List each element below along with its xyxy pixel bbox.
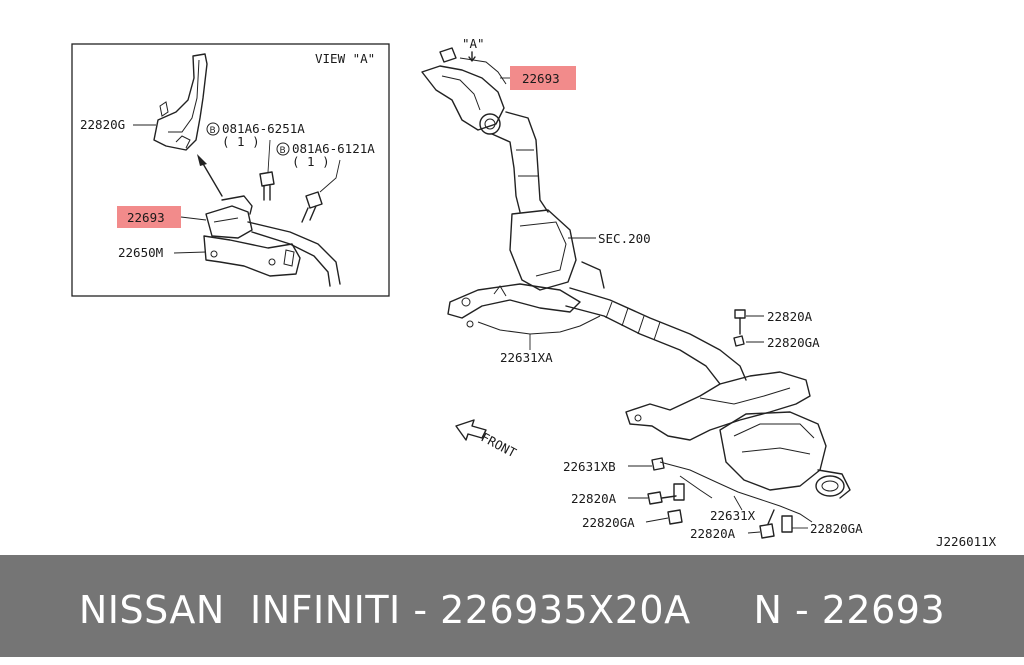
center-pipe-drawing [565, 261, 747, 385]
view-a-inset: VIEW "A" 22820G B 081A6-6251A ( 1 ) [71, 43, 390, 297]
bolt-drawing-2 [301, 159, 341, 223]
label-22693-main: 22693 [522, 71, 560, 86]
label-22631x: 22631X [710, 508, 756, 523]
label-bolt2-qty: ( 1 ) [292, 154, 330, 169]
catalytic-converter-drawing [509, 209, 577, 291]
label-22820a-mid: 22820A [571, 491, 617, 506]
label-bolt2-code: 081A6-6121A [292, 141, 375, 156]
label-22820a-bot: 22820A [690, 526, 736, 541]
label-sec200: SEC.200 [598, 231, 651, 246]
front-label: FRONT [479, 429, 520, 460]
label-22631xa: 22631XA [500, 350, 553, 365]
label-22820ga-top: 22820GA [767, 335, 820, 350]
clip-22820a-mid-drawing [647, 483, 685, 505]
muffler-drawing [719, 411, 851, 499]
highlight-22693-main [510, 66, 576, 90]
sensor-22631xb-drawing [651, 457, 665, 471]
bracket-22820g-drawing [153, 53, 208, 151]
banner-text: NISSAN INFINITI - 226935X20A N - 22693 [78, 588, 946, 632]
clip-22820a-bot-drawing [759, 509, 775, 539]
bolt-drawing-1 [259, 139, 275, 201]
label-22820ga-bot: 22820GA [810, 521, 863, 536]
clip-22820a-top-drawing [733, 309, 746, 347]
manifold-flange-drawing [421, 47, 507, 135]
front-direction-indicator: FRONT [455, 419, 520, 461]
marker-view-a: "A" [462, 36, 485, 51]
front-crossmember-drawing [447, 283, 581, 328]
highlight-22693-inset [117, 206, 181, 228]
label-22693-inset: 22693 [127, 210, 165, 225]
bolt-symbol-2: B [276, 142, 290, 156]
parts-diagram: VIEW "A" 22820G B 081A6-6251A ( 1 ) [71, 36, 997, 549]
bracket-22650m-drawing [203, 235, 301, 277]
label-22820g: 22820G [80, 117, 125, 132]
clip-22820ga-bot-drawing [781, 515, 793, 533]
assembly-arrowhead [197, 154, 207, 166]
label-22820a-top: 22820A [767, 309, 813, 324]
bolt2-b-symbol: B [280, 146, 286, 156]
view-label: VIEW "A" [315, 51, 375, 66]
oxygen-sensor-inset-drawing [205, 195, 341, 287]
bolt1-b-symbol: B [210, 126, 216, 136]
label-bolt1-qty: ( 1 ) [222, 134, 260, 149]
label-22650m: 22650M [118, 245, 163, 260]
bolt-symbol-1: B [206, 122, 220, 136]
front-pipe-drawing [491, 111, 549, 213]
clip-22820ga-mid-drawing [667, 509, 683, 525]
part-number-banner: NISSAN INFINITI - 226935X20A N - 22693 [0, 555, 1024, 657]
figure-code: J226011X [936, 534, 997, 549]
assembly-arrow [201, 161, 223, 197]
rear-crossmember-drawing [625, 371, 811, 441]
label-22631xb: 22631XB [563, 459, 616, 474]
label-bolt1-code: 081A6-6251A [222, 121, 305, 136]
label-22820ga-mid: 22820GA [582, 515, 635, 530]
main-assembly: "A" 22693 [421, 36, 863, 541]
